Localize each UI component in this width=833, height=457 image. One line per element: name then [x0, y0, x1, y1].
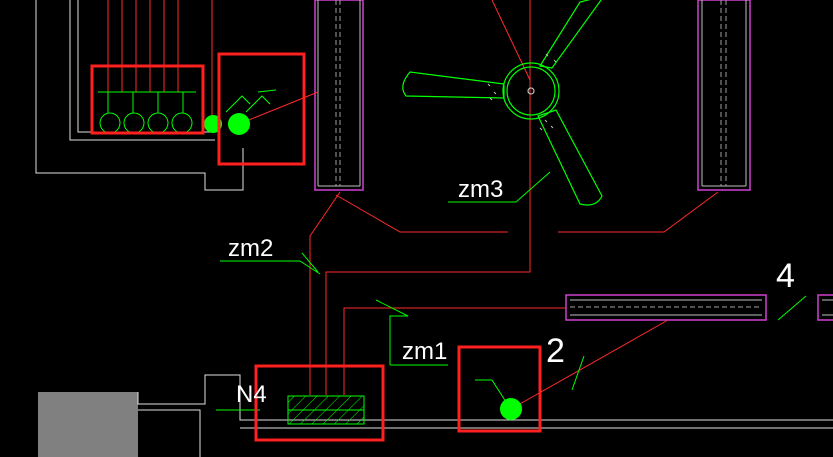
socket-group-icon[interactable]	[98, 91, 196, 134]
leader-lines	[216, 171, 807, 411]
distribution-box-icon[interactable]	[287, 395, 365, 425]
lamp-tag-line	[491, 379, 507, 403]
lamp-icon[interactable]	[228, 113, 250, 135]
label-zm3: zm3	[458, 176, 503, 203]
window-frames	[314, 0, 833, 321]
label-2: 2	[546, 332, 565, 370]
walls	[35, 0, 833, 457]
selection-box-distribution-box[interactable]	[254, 364, 385, 442]
switch-icon[interactable]	[225, 89, 277, 113]
lamp-icon[interactable]	[500, 398, 522, 420]
label-4: 4	[776, 257, 795, 295]
selection-box-sockets[interactable]	[90, 64, 205, 135]
ceiling-fan-icon[interactable]	[402, 0, 604, 206]
selection-boxes[interactable]	[90, 52, 542, 442]
label-zm2: zm2	[228, 235, 273, 262]
wiring	[107, 0, 719, 410]
gray-block	[38, 392, 138, 457]
label-n4: N4	[236, 381, 267, 408]
selection-box-switch[interactable]	[217, 52, 306, 166]
selection-box-lamp[interactable]	[457, 345, 542, 433]
label-zm1: zm1	[402, 338, 447, 365]
